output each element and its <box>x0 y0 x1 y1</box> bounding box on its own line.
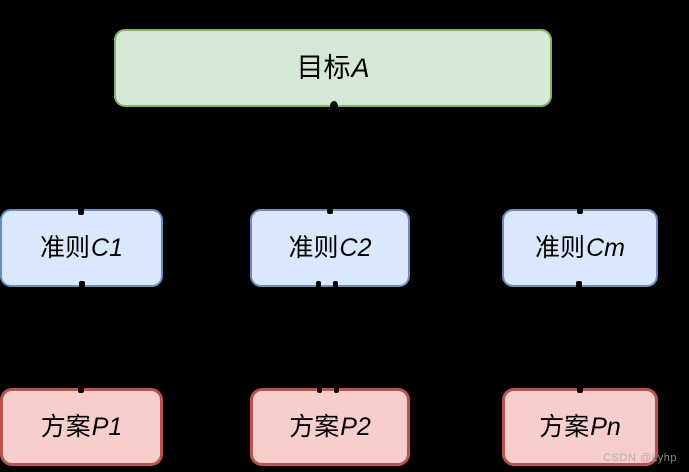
criterion-label: 准则C1 <box>40 233 123 262</box>
watermark: CSDN @Lyhp <box>603 452 677 464</box>
connector-stub <box>316 281 321 290</box>
connector-stub <box>327 205 333 214</box>
criterion-label: 准则Cm <box>535 233 625 262</box>
connector-stub <box>317 384 322 393</box>
alternative-node-p1[interactable]: 方案P1 <box>0 388 163 466</box>
criterion-node-c1[interactable]: 准则C1 <box>0 209 163 287</box>
connector-stub <box>330 101 338 111</box>
criterion-node-c2[interactable]: 准则C2 <box>250 209 410 287</box>
criterion-node-cm[interactable]: 准则Cm <box>502 209 658 287</box>
connector-stub <box>78 384 84 393</box>
connector-stub <box>78 206 84 215</box>
alternative-label: 方案Pn <box>539 412 621 441</box>
connector-stub <box>333 281 338 290</box>
connector-stub <box>576 281 582 290</box>
criterion-label: 准则C2 <box>288 233 372 262</box>
connector-stub <box>79 281 85 290</box>
goal-label: 目标A <box>296 52 370 83</box>
connector-stub <box>577 384 583 393</box>
connector-stub <box>577 205 583 214</box>
alternative-label: 方案P1 <box>40 412 123 441</box>
alternative-node-p2[interactable]: 方案P2 <box>250 388 410 466</box>
alternative-label: 方案P2 <box>289 412 371 441</box>
connector-stub <box>334 384 339 393</box>
goal-node[interactable]: 目标A <box>114 29 552 107</box>
